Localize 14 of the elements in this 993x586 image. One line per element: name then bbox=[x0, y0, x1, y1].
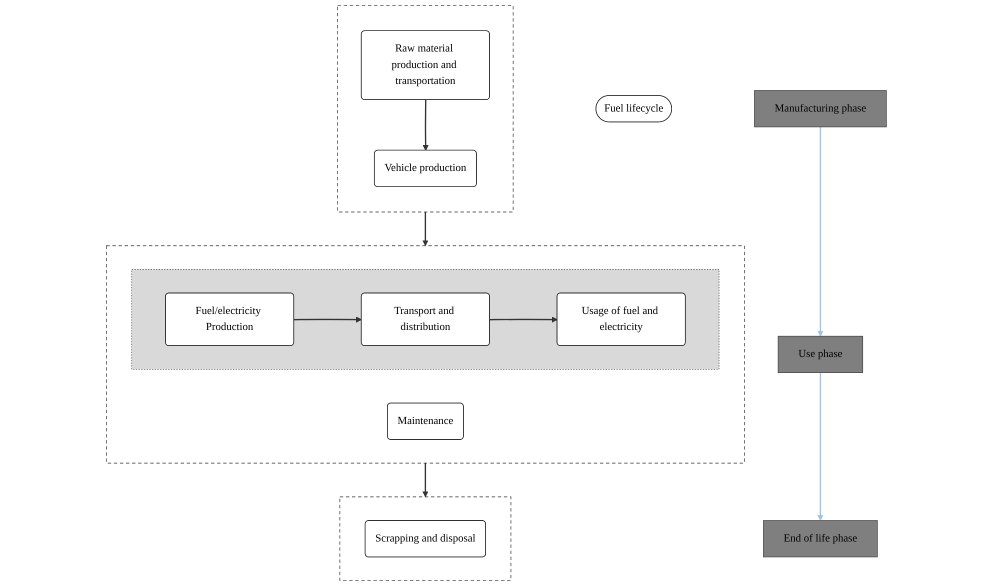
arrow bbox=[818, 372, 824, 521]
cluster bbox=[131, 269, 720, 370]
arrow bbox=[818, 126, 824, 336]
node-box: End of life phase bbox=[763, 520, 878, 558]
node-box: Use phase bbox=[778, 336, 864, 373]
arrow bbox=[294, 316, 362, 323]
node-box: Manufacturing phase bbox=[754, 90, 887, 128]
arrow bbox=[422, 100, 429, 151]
arrow bbox=[422, 463, 428, 498]
cluster bbox=[106, 245, 745, 464]
cluster bbox=[337, 5, 514, 212]
arrow bbox=[490, 316, 558, 323]
arrow bbox=[422, 212, 428, 246]
cluster bbox=[340, 496, 512, 581]
